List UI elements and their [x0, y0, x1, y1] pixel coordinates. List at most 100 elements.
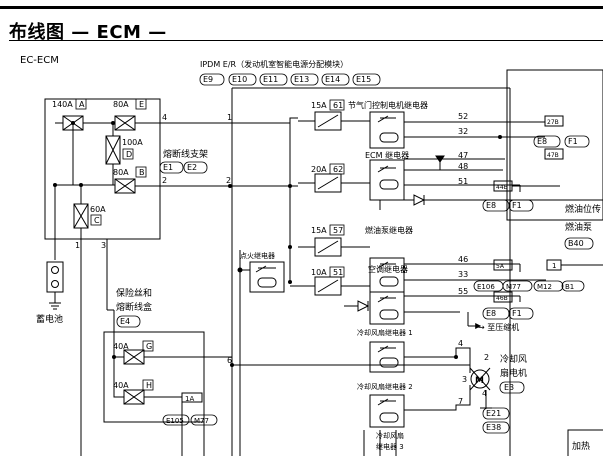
ignition-relay-label: 点火继电器 [240, 251, 275, 260]
connector-chain: B1 [565, 283, 574, 291]
battery-label: 蓄电池 [36, 313, 63, 325]
connector-f1: F1 [568, 137, 578, 146]
fuse-62-id: 62 [333, 165, 343, 174]
ipdm-connector: E11 [263, 75, 278, 84]
fusible-link-e-amp: 80A [113, 100, 129, 109]
wire-number: 6 [227, 356, 232, 365]
wire-number: 48 [458, 162, 468, 171]
fuse-box-terminal: 1A [185, 395, 194, 403]
fuse-61-id: 61 [333, 101, 343, 110]
cooling-fan-relay-3-label: 冷却风扇 [376, 431, 404, 440]
ecm-relay-label: ECM 继电器 [365, 150, 409, 160]
ipdm-connector: E9 [203, 75, 213, 84]
heater-label: 加热 [572, 440, 590, 452]
fuse-box-h-amp: 40A [113, 381, 129, 390]
fusible-link-d-id: D [126, 150, 132, 159]
cooling-fan-motor [470, 369, 490, 389]
ignition-relay [249, 261, 285, 293]
wire-number: 2 [162, 176, 167, 185]
fuse-61-relay-label: 节气门控制电机继电器 [348, 100, 428, 110]
connector-5a: 5A [496, 263, 505, 270]
connector-47b-box [544, 148, 564, 160]
wire-number: 1 [227, 113, 232, 122]
fuse-box-link-g [123, 349, 145, 365]
fusible-link-d-amp: 100A [122, 138, 143, 147]
fuse-box-g-id: G [146, 342, 152, 351]
fuse-62-amp: 20A [311, 165, 327, 174]
fuel-level-label: 燃油位传 [565, 203, 601, 215]
connector-f1: F1 [512, 309, 522, 318]
wire-number: 3 [101, 241, 106, 250]
connector-chain: M12 [537, 283, 552, 291]
connector-e8: E8 [486, 201, 496, 210]
wire-number: 33 [458, 270, 468, 279]
title-bottom-rule [9, 40, 603, 41]
wire-number: 51 [458, 177, 468, 186]
ipdm-connector: E13 [294, 75, 309, 84]
wire-number: 2 [226, 176, 231, 185]
fusible-link-b [114, 178, 136, 194]
connector-e8: E8 [486, 309, 496, 318]
fuel-pump-label: 燃油泵 [565, 221, 592, 233]
ipdm-connector: E15 [356, 75, 371, 84]
fuse-61-symbol [314, 111, 342, 131]
compressor-label: → 至压缩机 [478, 322, 519, 332]
wire-number: 3 [462, 375, 467, 384]
fusible-link-a-id: A [79, 100, 85, 109]
fusible-link-c-amp: 60A [90, 205, 106, 214]
fuse-box-h-id: H [146, 381, 152, 390]
fuse-51-amp: 10A [311, 268, 327, 277]
connector-46b-box [493, 291, 513, 303]
title-top-rule [0, 6, 603, 9]
fuse-box-link-h [123, 389, 145, 405]
section-code: EC-ECM [20, 55, 59, 66]
ipdm-title: IPDM E/R（发动机室智能电源分配模块） [200, 59, 348, 69]
connector-f1: F1 [512, 201, 522, 210]
ecm-relay [369, 159, 405, 201]
connector-47b: 47B [547, 152, 559, 159]
fuse-57-amp: 15A [311, 226, 327, 235]
throttle-motor-relay [369, 111, 405, 149]
wire-number: 46 [458, 255, 468, 264]
wire-number: 7 [458, 397, 463, 406]
fuse-51-id: 51 [333, 268, 343, 277]
cooling-fan-relay-3-label: 继电器 3 [376, 442, 404, 451]
ipdm-connector: E10 [232, 75, 247, 84]
fuel-pump-connector: B40 [568, 239, 584, 248]
fusible-link-e [114, 115, 136, 131]
fuse-61-amp: 15A [311, 101, 327, 110]
fuse-box-connector: E4 [120, 317, 130, 326]
cooling-fan-relay-2 [369, 394, 405, 428]
ac-relay-label: 空调继电器 [368, 264, 408, 274]
connector-e8: E8 [537, 137, 547, 146]
cooling-fan-motor-label-2: 扇电机 [500, 367, 527, 379]
fuse-box-terminal-connector: M77 [194, 417, 209, 425]
fusible-holder-connector: E1 [163, 163, 173, 172]
fuse-box-g-amp: 40A [113, 342, 129, 351]
fuse-box-label-1: 保险丝和 [116, 287, 152, 299]
ac-relay [369, 291, 405, 325]
fusible-link-d [105, 135, 121, 165]
connector-5a-box [493, 259, 513, 271]
fusible-link-a-amp: 140A [52, 100, 73, 109]
cooling-fan-motor-connector: E3 [504, 383, 514, 392]
page-title: 布线图 — ECM — [9, 22, 167, 43]
fuse-62-symbol [314, 173, 342, 193]
fusible-holder-label: 熔断线支架 [163, 148, 208, 160]
fusible-link-c [73, 203, 89, 229]
wire-number: 4 [162, 113, 167, 122]
wire-number: 32 [458, 127, 468, 136]
wire-number: 47 [458, 151, 468, 160]
fusible-holder-connector: E2 [187, 163, 197, 172]
connector-27b-box [544, 115, 564, 127]
connector-46b: 46B [496, 295, 508, 302]
wire-number: 52 [458, 112, 468, 121]
fuel-pump-relay-label: 燃油泵继电器 [365, 225, 413, 235]
fusible-link-b-id: B [139, 168, 145, 177]
fusible-link-e-id: E [139, 100, 144, 109]
fuse-box-frame [103, 331, 205, 423]
wire-number: 55 [458, 287, 468, 296]
battery-symbol [46, 261, 64, 310]
